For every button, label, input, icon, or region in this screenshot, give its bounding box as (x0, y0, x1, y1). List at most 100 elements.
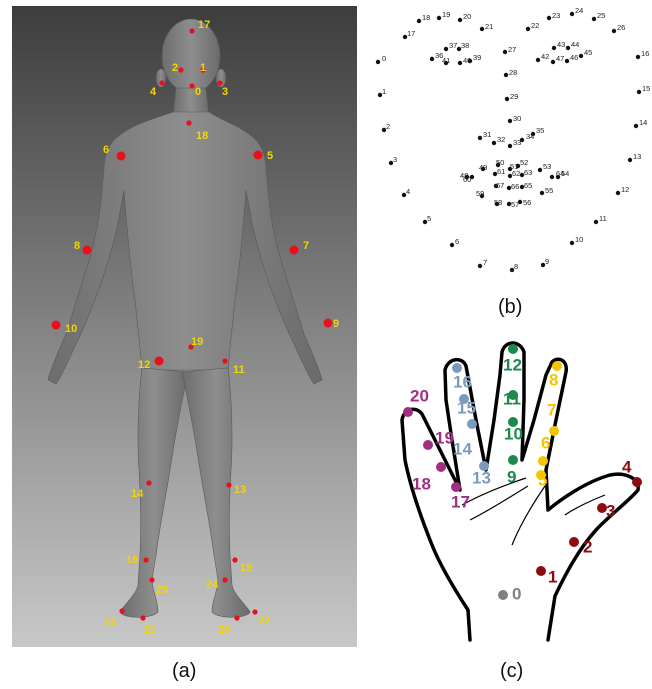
body-label-18: 18 (196, 130, 208, 142)
hand-label-1: 1 (548, 567, 557, 586)
face-label-65: 65 (524, 181, 532, 190)
body-point-24 (222, 577, 227, 582)
face-point-44 (566, 46, 570, 50)
caption-b: (b) (498, 296, 522, 319)
hand-label-10: 10 (504, 424, 523, 443)
face-point-23 (547, 16, 551, 20)
body-label-25: 25 (156, 584, 168, 596)
face-point-64 (550, 175, 554, 179)
body-label-2: 2 (172, 62, 178, 74)
body-label-20: 20 (218, 624, 230, 636)
hand-label-0: 0 (512, 584, 521, 603)
body-label-15: 15 (240, 562, 252, 574)
face-label-20: 20 (463, 12, 471, 21)
face-point-27 (503, 50, 507, 54)
body-label-24: 24 (206, 579, 219, 591)
body-label-0: 0 (195, 86, 201, 98)
face-label-61: 61 (497, 167, 505, 176)
body-point-9 (324, 319, 333, 328)
body-label-13: 13 (234, 484, 246, 496)
hand-label-15: 15 (457, 398, 476, 417)
face-point-0 (376, 60, 380, 64)
face-label-24: 24 (575, 6, 583, 15)
hand-label-7: 7 (547, 400, 556, 419)
body-point-2 (178, 67, 183, 72)
body-label-21: 21 (144, 624, 156, 636)
face-label-26: 26 (617, 23, 625, 32)
face-label-8: 8 (514, 262, 518, 271)
face-label-3: 3 (393, 155, 397, 164)
face-label-33: 33 (513, 138, 521, 147)
hand-point-12 (508, 344, 518, 354)
hand-label-17: 17 (451, 492, 470, 511)
body-label-10: 10 (65, 323, 77, 335)
face-point-16 (636, 55, 640, 59)
face-label-29: 29 (510, 92, 518, 101)
body-pose-panel: 1721403186587109191211141316152524232120… (12, 6, 357, 647)
face-label-2: 2 (386, 122, 390, 131)
face-label-32: 32 (497, 135, 505, 144)
hand-point-19 (423, 440, 433, 450)
body-point-16 (143, 557, 148, 562)
face-point-26 (612, 29, 616, 33)
body-label-6: 6 (103, 144, 109, 156)
body-label-16: 16 (126, 554, 138, 566)
face-label-10: 10 (575, 235, 583, 244)
face-label-64: 64 (556, 169, 564, 178)
hand-point-18 (436, 462, 446, 472)
body-point-23 (119, 608, 124, 613)
body-label-12: 12 (138, 359, 150, 371)
face-label-58: 58 (494, 198, 502, 207)
face-label-1: 1 (382, 87, 386, 96)
face-label-12: 12 (621, 185, 629, 194)
body-point-25 (149, 577, 154, 582)
hand-keypoints-panel: 01234567891011121314151617181920 (402, 343, 642, 640)
face-label-46: 46 (570, 53, 578, 62)
face-label-40: 40 (463, 56, 471, 65)
face-label-52: 52 (520, 158, 528, 167)
hand-point-9 (508, 455, 518, 465)
face-label-9: 9 (545, 257, 549, 266)
face-point-6 (450, 243, 454, 247)
face-label-16: 16 (641, 49, 649, 58)
face-label-11: 11 (599, 214, 607, 223)
face-label-57: 57 (511, 200, 519, 209)
face-label-25: 25 (597, 11, 605, 20)
face-label-13: 13 (633, 152, 641, 161)
body-label-22: 22 (258, 615, 270, 627)
face-point-37 (444, 47, 448, 51)
face-point-22 (526, 27, 530, 31)
body-point-6 (117, 152, 126, 161)
face-point-36 (430, 57, 434, 61)
body-label-19: 19 (191, 336, 203, 348)
face-label-30: 30 (513, 114, 521, 123)
body-label-1: 1 (200, 62, 206, 74)
hand-label-9: 9 (507, 467, 516, 486)
face-point-31 (478, 136, 482, 140)
face-label-62: 62 (512, 169, 520, 178)
face-label-18: 18 (422, 13, 430, 22)
face-point-47 (551, 60, 555, 64)
body-point-12 (155, 357, 164, 366)
body-point-14 (146, 480, 151, 485)
hand-point-6 (538, 456, 548, 466)
face-point-15 (637, 90, 641, 94)
body-point-8 (83, 246, 92, 255)
hand-point-7 (549, 426, 559, 436)
face-point-40 (458, 61, 462, 65)
hand-label-5: 5 (538, 470, 547, 489)
palm-line-3 (512, 486, 545, 545)
face-point-53 (538, 168, 542, 172)
face-point-42 (536, 58, 540, 62)
face-label-53: 53 (543, 162, 551, 171)
face-label-31: 31 (483, 130, 491, 139)
face-label-43: 43 (557, 40, 565, 49)
hand-point-20 (403, 407, 413, 417)
hand-label-18: 18 (412, 474, 431, 493)
hand-point-14 (467, 419, 477, 429)
face-point-14 (634, 124, 638, 128)
body-point-22 (252, 609, 257, 614)
face-label-28: 28 (509, 68, 517, 77)
face-label-60: 60 (463, 175, 471, 184)
